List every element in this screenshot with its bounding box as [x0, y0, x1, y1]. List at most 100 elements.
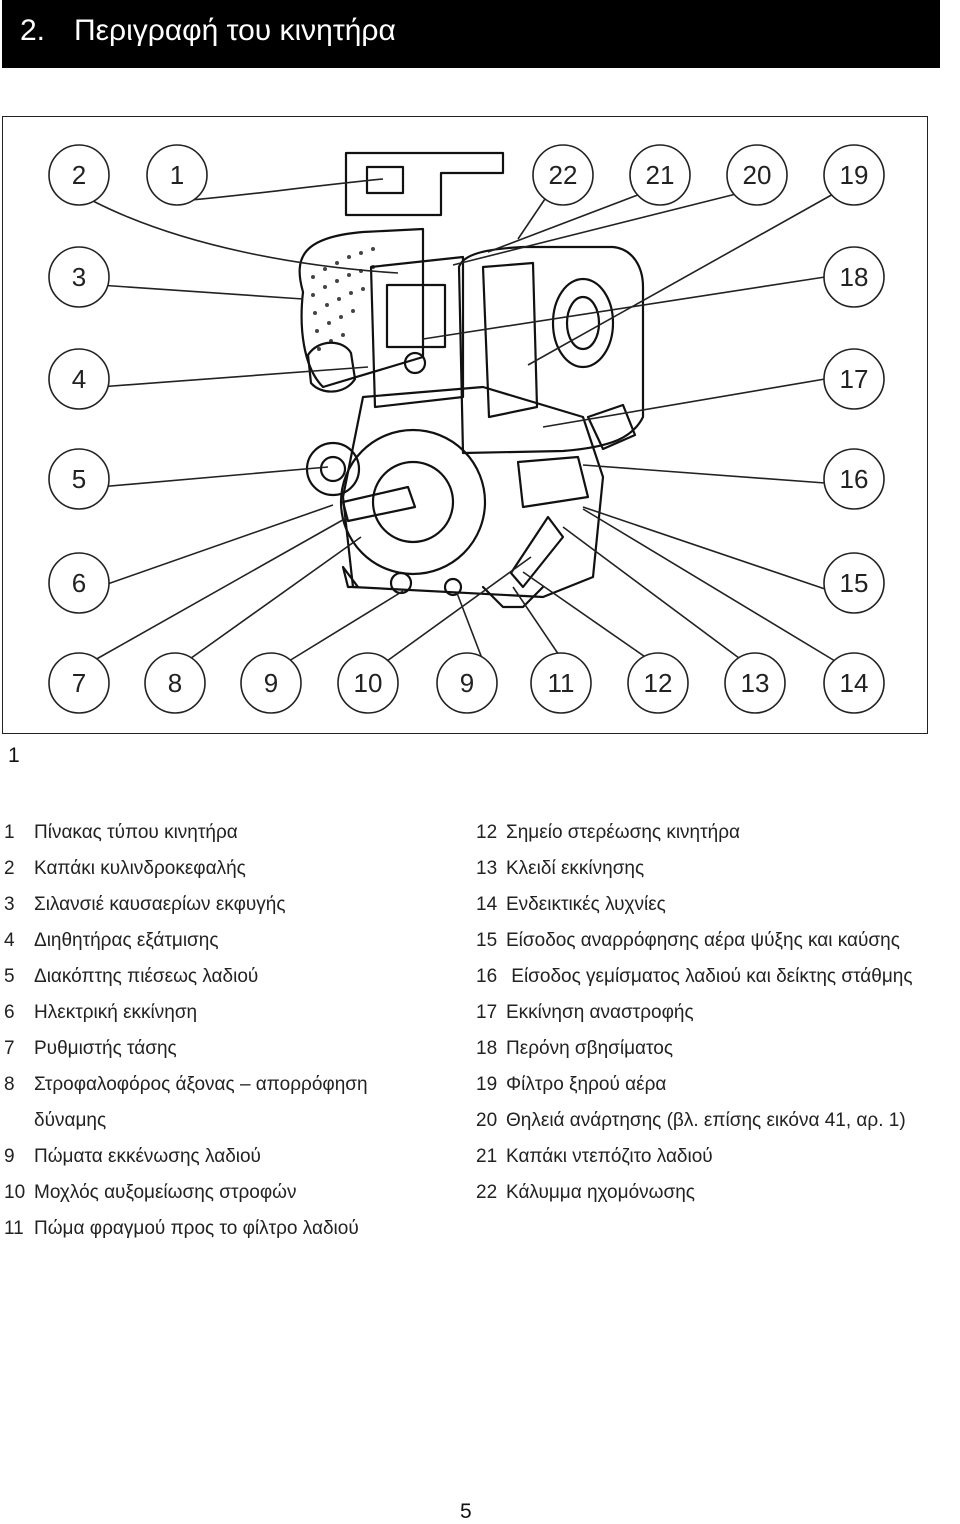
flywheel-hub	[371, 460, 455, 544]
callout-3: 3	[48, 246, 110, 308]
muffler	[298, 227, 425, 389]
cylinder-head	[369, 255, 465, 409]
svg-text:9: 9	[264, 668, 278, 698]
crankshaft	[341, 485, 417, 523]
callout-7: 7	[48, 652, 110, 714]
svg-text:19: 19	[840, 160, 869, 190]
exhaust-pipe	[306, 341, 357, 393]
leader-lines	[92, 178, 836, 662]
legend-item: 16 Είσοδος γεμίσματος λαδιού και δείκτης…	[476, 966, 913, 987]
drain-plug-2	[443, 577, 463, 597]
svg-text:17: 17	[840, 364, 869, 394]
flywheel-cover	[339, 428, 487, 576]
air-filter-cap	[551, 277, 615, 369]
engine-drawing	[298, 151, 645, 609]
callout-8: 8	[144, 652, 206, 714]
svg-text:16: 16	[840, 464, 869, 494]
type-plate	[344, 151, 505, 217]
svg-text:6: 6	[72, 568, 86, 598]
callout-6: 6	[48, 552, 110, 614]
head-bolt	[403, 351, 427, 375]
callout-12: 12	[627, 652, 689, 714]
callout-13: 13	[724, 652, 786, 714]
control-panel	[516, 455, 590, 509]
svg-text:14: 14	[840, 668, 869, 698]
svg-text:5: 5	[72, 464, 86, 494]
reverse-start-handle	[586, 403, 637, 451]
svg-text:21: 21	[646, 160, 675, 190]
callout-4: 4	[48, 348, 110, 410]
starter-core	[319, 455, 347, 483]
callout-19: 19	[823, 144, 885, 206]
svg-text:22: 22	[549, 160, 578, 190]
callout-11: 11	[530, 652, 592, 714]
callout-15: 15	[823, 552, 885, 614]
muffler-perforation	[311, 247, 375, 351]
callout-2: 2	[48, 144, 110, 206]
svg-text:9: 9	[460, 668, 474, 698]
callout-17: 17	[823, 348, 885, 410]
svg-text:11: 11	[548, 668, 575, 698]
foot-right	[481, 585, 545, 609]
figure-label: 1	[8, 744, 20, 767]
throttle-lever	[509, 515, 565, 589]
svg-text:1: 1	[170, 160, 184, 190]
svg-text:8: 8	[168, 668, 182, 698]
svg-text:13: 13	[741, 668, 770, 698]
callout-14: 14	[823, 652, 885, 714]
callout-9: 9	[240, 652, 302, 714]
section-header: 2. Περιγραφή του κινητήρα	[2, 0, 940, 68]
svg-text:3: 3	[72, 262, 86, 292]
svg-text:2: 2	[72, 160, 86, 190]
page-number: 5	[460, 1500, 472, 1523]
svg-text:12: 12	[644, 668, 673, 698]
callout-5: 5	[48, 448, 110, 510]
engine-illustration: 2 1 22 21 20 19 3 18 4 17 5 16 6 15 7 8 …	[48, 144, 885, 714]
callout-20: 20	[726, 144, 788, 206]
callouts: 2 1 22 21 20 19 3 18 4 17 5 16 6 15 7 8 …	[48, 144, 885, 714]
foot-left	[341, 565, 360, 589]
head-cover	[385, 283, 447, 349]
legend-item: δύναμης	[34, 1110, 107, 1131]
svg-text:20: 20	[743, 160, 772, 190]
svg-text:10: 10	[354, 668, 383, 698]
section-title: Περιγραφή του κινητήρα	[74, 14, 396, 47]
callout-1: 1	[146, 144, 208, 206]
svg-text:15: 15	[840, 568, 869, 598]
callout-16: 16	[823, 448, 885, 510]
svg-text:4: 4	[72, 364, 86, 394]
callout-9b: 9	[436, 652, 498, 714]
section-number: 2.	[20, 14, 46, 47]
callout-21: 21	[629, 144, 691, 206]
callout-22: 22	[532, 144, 594, 206]
svg-text:7: 7	[72, 668, 86, 698]
svg-text:18: 18	[840, 262, 869, 292]
callout-18: 18	[823, 246, 885, 308]
air-filter-panel	[481, 261, 539, 419]
air-filter-cap-inner	[565, 295, 601, 351]
engine-figure: 2 1 22 21 20 19 3 18 4 17 5 16 6 15 7 8 …	[2, 116, 928, 734]
electric-starter	[305, 441, 361, 497]
callout-10: 10	[337, 652, 399, 714]
